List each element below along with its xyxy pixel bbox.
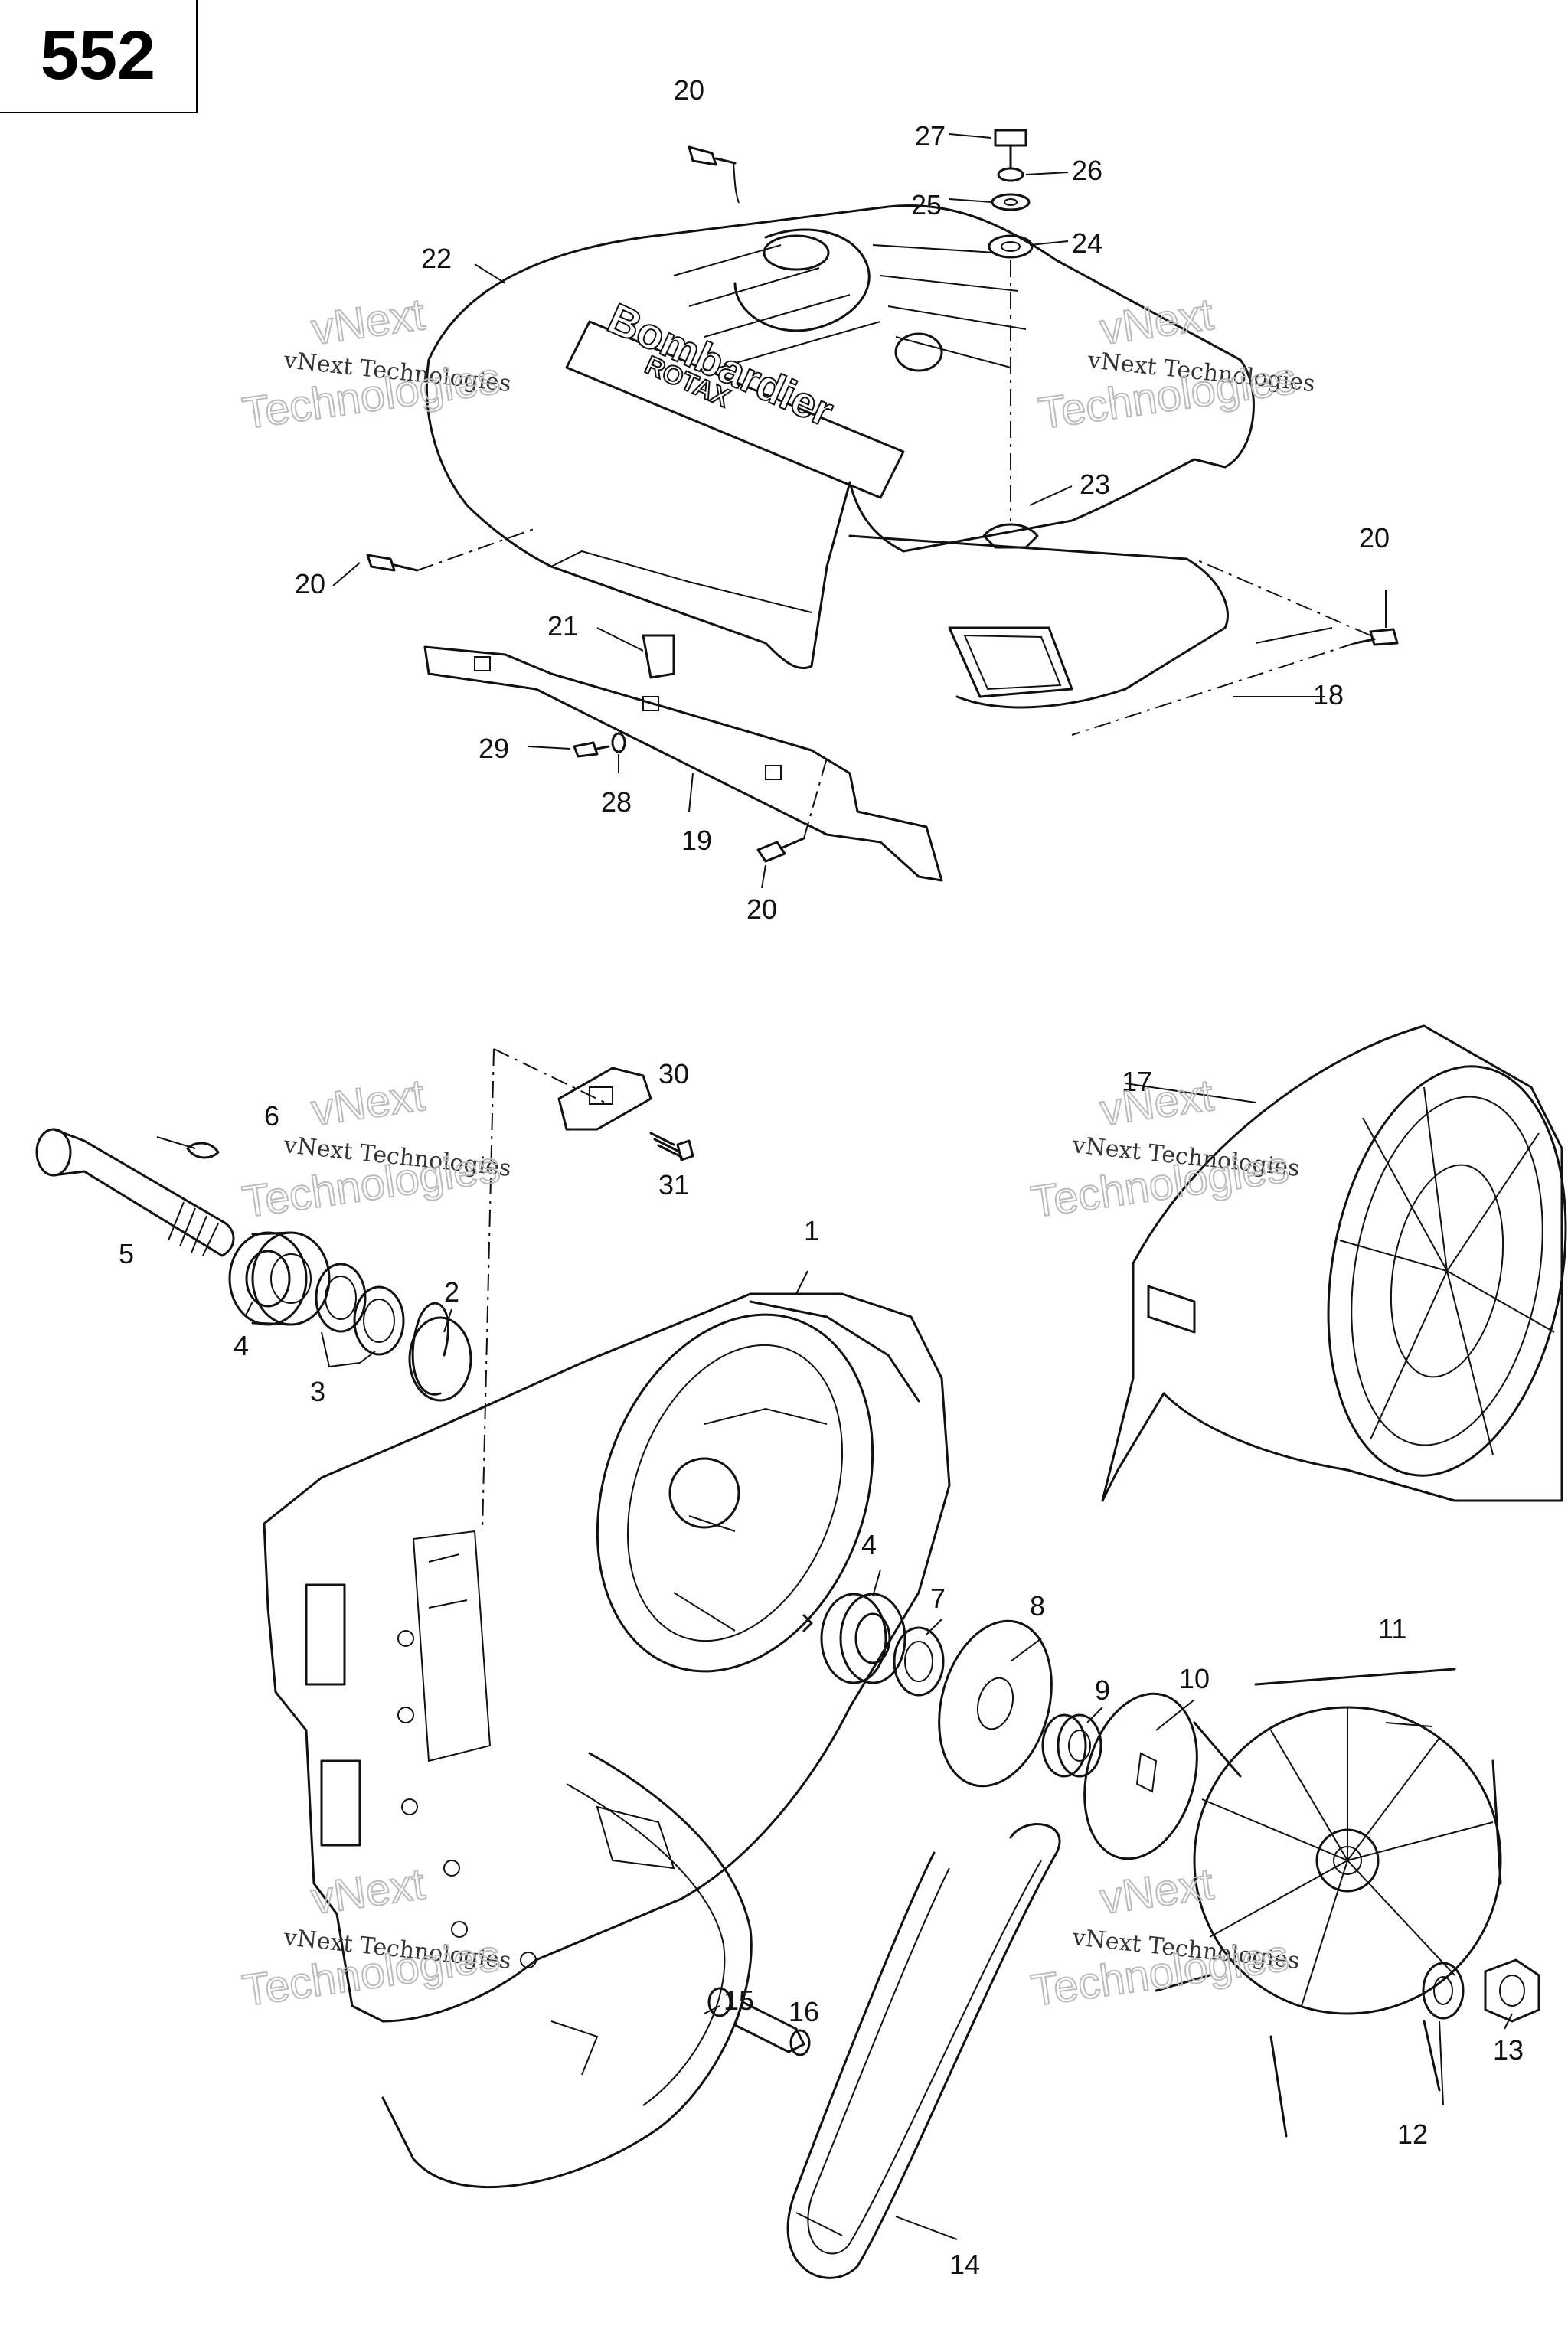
page-number: 552: [0, 0, 198, 113]
svg-text:vNext: vNext: [1097, 289, 1217, 354]
callout-4-upper: 4: [234, 1330, 249, 1361]
watermark-upper-right: vNext vNext Technologies Technologies: [1035, 289, 1316, 439]
lock-washer-part-12: [1422, 1962, 1465, 2020]
callout-26: 26: [1072, 155, 1102, 186]
callout-18: 18: [1313, 679, 1344, 710]
callout-13: 13: [1493, 2034, 1524, 2066]
callout-31: 31: [658, 1169, 689, 1200]
callout-20-top: 20: [674, 74, 704, 106]
callout-4-lower: 4: [861, 1529, 877, 1560]
callout-30: 30: [658, 1058, 689, 1089]
washer-part-26: [997, 167, 1024, 182]
shaft-part-5: [35, 1128, 235, 1257]
bracket-part-19: [423, 645, 943, 882]
nut-part-13: [1484, 1958, 1540, 2023]
washer-part-3: [315, 1263, 405, 1368]
circlip-part-2: [408, 1302, 472, 1402]
watermark-lower-right: vNext vNext Technologies Technologies: [1027, 1858, 1301, 2017]
callout-8: 8: [1030, 1590, 1045, 1622]
washer-part-25: [991, 193, 1031, 211]
callout-16: 16: [789, 1996, 819, 2027]
callout-20-bottom: 20: [746, 893, 777, 925]
drive-belt-part-14: [786, 1823, 1061, 2279]
callout-19: 19: [681, 825, 712, 856]
callout-21: 21: [547, 610, 578, 642]
callout-17: 17: [1122, 1066, 1152, 1097]
screw-part-20-right: [1071, 558, 1399, 736]
leader-lines: [156, 133, 1513, 2240]
spacer-part-7: [893, 1626, 945, 1697]
callout-3: 3: [310, 1376, 325, 1407]
svg-text:vNext: vNext: [1097, 1070, 1217, 1135]
key-part-6: [186, 1142, 220, 1159]
svg-text:vNext: vNext: [309, 289, 428, 354]
bolt-part-27: [994, 129, 1027, 170]
callout-labels: 1 2 3 4 4 5 6 7 8 9 10 11 12 13 14 15 16…: [119, 74, 1524, 2280]
callout-23: 23: [1080, 469, 1110, 500]
bombardier-logo-text: Bombardier: [601, 293, 841, 435]
watermark-upper-left: vNext vNext Technologies Technologies: [239, 289, 512, 439]
bearing-part-4-upper: [228, 1231, 331, 1326]
screw-part-20-bottom: [756, 757, 828, 863]
pulley-half-part-8: [938, 1619, 1053, 1788]
callout-29: 29: [479, 733, 509, 764]
callout-28: 28: [601, 786, 632, 818]
callout-27: 27: [915, 120, 946, 152]
screw-part-31: [649, 1132, 694, 1161]
fan-housing-part-1: [263, 1292, 951, 2189]
fan-cover-shroud: [426, 204, 1255, 709]
callout-20-right: 20: [1359, 522, 1390, 554]
svg-text:vNext: vNext: [309, 1070, 428, 1135]
cable-clip-part-30: [557, 1067, 652, 1131]
spacer-part-9: [1041, 1713, 1102, 1778]
watermark-lower-left: vNext vNext Technologies Technologies: [239, 1858, 512, 2017]
bolt-part-16: [733, 2001, 811, 2056]
washer-part-15: [707, 1987, 732, 2017]
callout-11: 11: [1378, 1613, 1406, 1645]
svg-text:vNext: vNext: [309, 1859, 428, 1924]
callout-5: 5: [119, 1238, 134, 1269]
callout-12: 12: [1397, 2118, 1428, 2150]
screw-part-20-top: [688, 145, 740, 204]
callout-10: 10: [1179, 1663, 1210, 1694]
callout-9: 9: [1095, 1674, 1110, 1706]
callout-25: 25: [911, 189, 942, 220]
clip-part-21: [642, 634, 675, 679]
fan-guard-part-17: [1101, 1024, 1567, 1502]
washer-part-28: [611, 732, 626, 753]
watermark-middle-right: vNext vNext Technologies Technologies: [1027, 1070, 1301, 1228]
callout-15: 15: [724, 1984, 754, 2016]
pulley-half-part-10: [1083, 1692, 1198, 1860]
callout-1: 1: [804, 1215, 819, 1246]
grommet-part-24: [988, 234, 1034, 259]
callout-6: 6: [264, 1100, 279, 1132]
watermark-middle-left: vNext vNext Technologies Technologies: [239, 1070, 512, 1228]
callout-20-left: 20: [295, 568, 325, 599]
callout-22: 22: [421, 243, 452, 274]
callout-7: 7: [930, 1583, 946, 1614]
callout-24: 24: [1072, 227, 1102, 259]
svg-text:vNext: vNext: [1097, 1859, 1217, 1924]
screw-part-20-left: [366, 528, 537, 572]
callout-2: 2: [444, 1276, 459, 1308]
grommet-part-23: [982, 523, 1039, 549]
screw-part-29: [573, 741, 610, 758]
callout-14: 14: [949, 2249, 980, 2280]
fan-part-11: [1155, 1668, 1502, 2138]
